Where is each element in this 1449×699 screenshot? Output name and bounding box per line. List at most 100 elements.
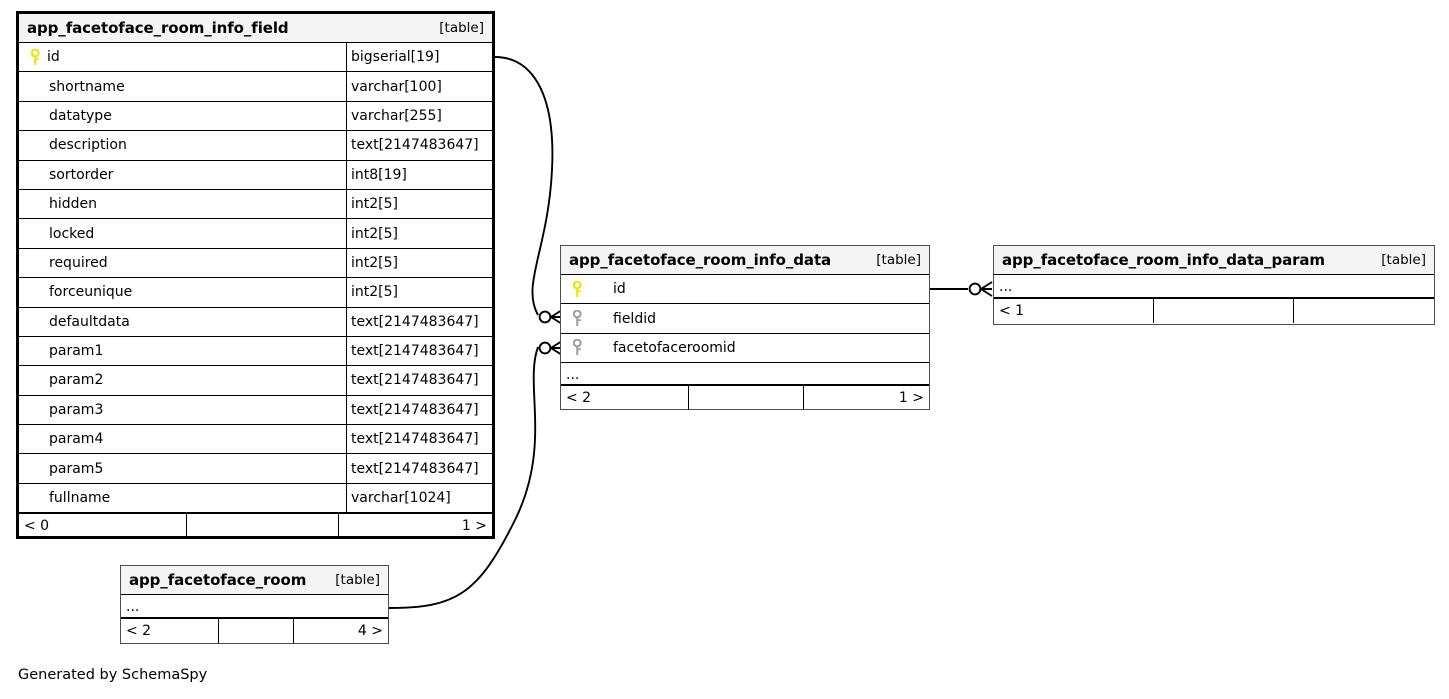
footer-child-count[interactable]: 1 > bbox=[338, 514, 492, 539]
footer-child-count[interactable]: 1 > bbox=[803, 386, 929, 411]
footer-middle bbox=[186, 514, 338, 539]
table-row[interactable]: fieldid bbox=[561, 304, 929, 334]
footer-parent-count[interactable]: < 0 bbox=[24, 518, 50, 535]
column-type: text[2147483647] bbox=[346, 307, 492, 336]
column-type: varchar[100] bbox=[346, 72, 492, 101]
table-row[interactable]: hidden int2[5] bbox=[19, 189, 492, 220]
column-label: defaultdata bbox=[49, 313, 130, 330]
column-name-cell: datatype bbox=[19, 102, 346, 130]
column-type: bigserial[19] bbox=[346, 43, 492, 72]
table-header: app_facetoface_room_info_field [table] bbox=[19, 14, 492, 43]
column-type: int2[5] bbox=[346, 219, 492, 248]
table-app-facetoface-room[interactable]: app_facetoface_room [table] ... < 2 4 > bbox=[120, 565, 389, 644]
column-name-cell: fieldid bbox=[561, 304, 929, 332]
table-row[interactable]: shortname varchar[100] bbox=[19, 72, 492, 102]
column-type: text[2147483647] bbox=[346, 395, 492, 425]
table-row[interactable]: param3 text[2147483647] bbox=[19, 395, 492, 426]
table-title: app_facetoface_room_info_data bbox=[569, 251, 832, 269]
table-row[interactable]: param1 text[2147483647] bbox=[19, 336, 492, 367]
more-columns-row: ... bbox=[121, 595, 388, 618]
table-row[interactable]: param4 text[2147483647] bbox=[19, 425, 492, 455]
column-name-cell: param1 bbox=[19, 337, 346, 365]
column-label: locked bbox=[49, 225, 95, 242]
column-label: fieldid bbox=[613, 310, 656, 327]
footer-middle bbox=[1153, 299, 1293, 323]
column-label: datatype bbox=[49, 107, 112, 124]
table-footer: < 2 4 > bbox=[121, 618, 388, 643]
column-name-cell: forceunique bbox=[19, 278, 346, 306]
table-type-tag: [table] bbox=[876, 252, 921, 268]
column-label: shortname bbox=[49, 78, 125, 95]
column-label: id bbox=[613, 281, 626, 298]
more-columns-row: ... bbox=[994, 275, 1434, 298]
table-row[interactable]: facetofaceroomid bbox=[561, 333, 929, 364]
column-label: fullname bbox=[49, 490, 111, 507]
column-name-cell: id bbox=[19, 43, 346, 71]
table-row[interactable]: datatype varchar[255] bbox=[19, 101, 492, 132]
column-name-cell: fullname bbox=[19, 484, 346, 512]
table-footer: < 0 1 > bbox=[19, 513, 492, 539]
footer-middle bbox=[218, 619, 293, 643]
column-name-cell: param3 bbox=[19, 396, 346, 424]
column-label: forceunique bbox=[49, 284, 133, 301]
column-type: int2[5] bbox=[346, 248, 492, 278]
foreign-key-icon bbox=[567, 339, 589, 356]
table-row[interactable]: id bigserial[19] bbox=[19, 43, 492, 73]
table-title: app_facetoface_room_info_field bbox=[27, 19, 289, 37]
table-row[interactable]: sortorder int8[19] bbox=[19, 160, 492, 190]
table-type-tag: [table] bbox=[439, 20, 484, 36]
table-header: app_facetoface_room_info_data [table] bbox=[561, 246, 929, 275]
table-type-tag: [table] bbox=[335, 572, 380, 588]
table-row[interactable]: defaultdata text[2147483647] bbox=[19, 307, 492, 337]
column-name-cell: defaultdata bbox=[19, 308, 346, 336]
column-label: param4 bbox=[49, 431, 104, 448]
column-name-cell: sortorder bbox=[19, 161, 346, 189]
column-type: varchar[1024] bbox=[346, 483, 492, 513]
column-name-cell: hidden bbox=[19, 190, 346, 218]
table-row[interactable]: param5 text[2147483647] bbox=[19, 454, 492, 484]
column-label: param3 bbox=[49, 401, 104, 418]
column-type: text[2147483647] bbox=[346, 366, 492, 395]
column-type: varchar[255] bbox=[346, 101, 492, 131]
table-app-facetoface-room-info-data-param[interactable]: app_facetoface_room_info_data_param [tab… bbox=[993, 245, 1435, 325]
column-type: text[2147483647] bbox=[346, 131, 492, 160]
column-name-cell: required bbox=[19, 249, 346, 277]
relationship-data-id-to-param bbox=[930, 281, 993, 297]
column-label: required bbox=[49, 254, 108, 271]
column-label: facetofaceroomid bbox=[613, 339, 736, 356]
footer-parent-count[interactable]: < 1 bbox=[999, 303, 1025, 319]
footer-child-count[interactable]: 4 > bbox=[293, 619, 388, 643]
table-row[interactable]: id bbox=[561, 275, 929, 305]
column-type: int2[5] bbox=[346, 278, 492, 307]
generated-by-label: Generated by SchemaSpy bbox=[18, 667, 208, 683]
table-type-tag: [table] bbox=[1381, 252, 1426, 268]
table-footer: < 1 bbox=[994, 298, 1434, 323]
column-name-cell: param4 bbox=[19, 425, 346, 453]
column-type: text[2147483647] bbox=[346, 336, 492, 366]
footer-middle bbox=[688, 386, 803, 411]
column-type: int2[5] bbox=[346, 189, 492, 219]
table-row[interactable]: locked int2[5] bbox=[19, 219, 492, 249]
column-name-cell: param2 bbox=[19, 366, 346, 394]
column-label: hidden bbox=[49, 196, 98, 213]
relationship-field-id-to-data-fieldid bbox=[494, 56, 563, 325]
table-row[interactable]: forceunique int2[5] bbox=[19, 278, 492, 308]
foreign-key-icon bbox=[567, 310, 589, 327]
table-header: app_facetoface_room_info_data_param [tab… bbox=[994, 246, 1434, 275]
footer-parent-count[interactable]: < 2 bbox=[566, 390, 592, 407]
column-label: param2 bbox=[49, 372, 104, 389]
table-app-facetoface-room-info-data[interactable]: app_facetoface_room_info_data [table] id bbox=[560, 245, 930, 411]
table-row[interactable]: param2 text[2147483647] bbox=[19, 366, 492, 396]
column-name-cell: locked bbox=[19, 219, 346, 247]
footer-child-count[interactable] bbox=[1293, 299, 1434, 323]
table-app-facetoface-room-info-field[interactable]: app_facetoface_room_info_field [table] i… bbox=[16, 11, 495, 539]
footer-parent-count[interactable]: < 2 bbox=[126, 623, 152, 639]
primary-key-icon bbox=[25, 48, 47, 66]
column-label: description bbox=[49, 137, 127, 154]
column-type: text[2147483647] bbox=[346, 454, 492, 483]
table-header: app_facetoface_room [table] bbox=[121, 566, 388, 595]
table-row[interactable]: description text[2147483647] bbox=[19, 131, 492, 161]
table-row[interactable]: required int2[5] bbox=[19, 248, 492, 279]
table-row[interactable]: fullname varchar[1024] bbox=[19, 483, 492, 514]
